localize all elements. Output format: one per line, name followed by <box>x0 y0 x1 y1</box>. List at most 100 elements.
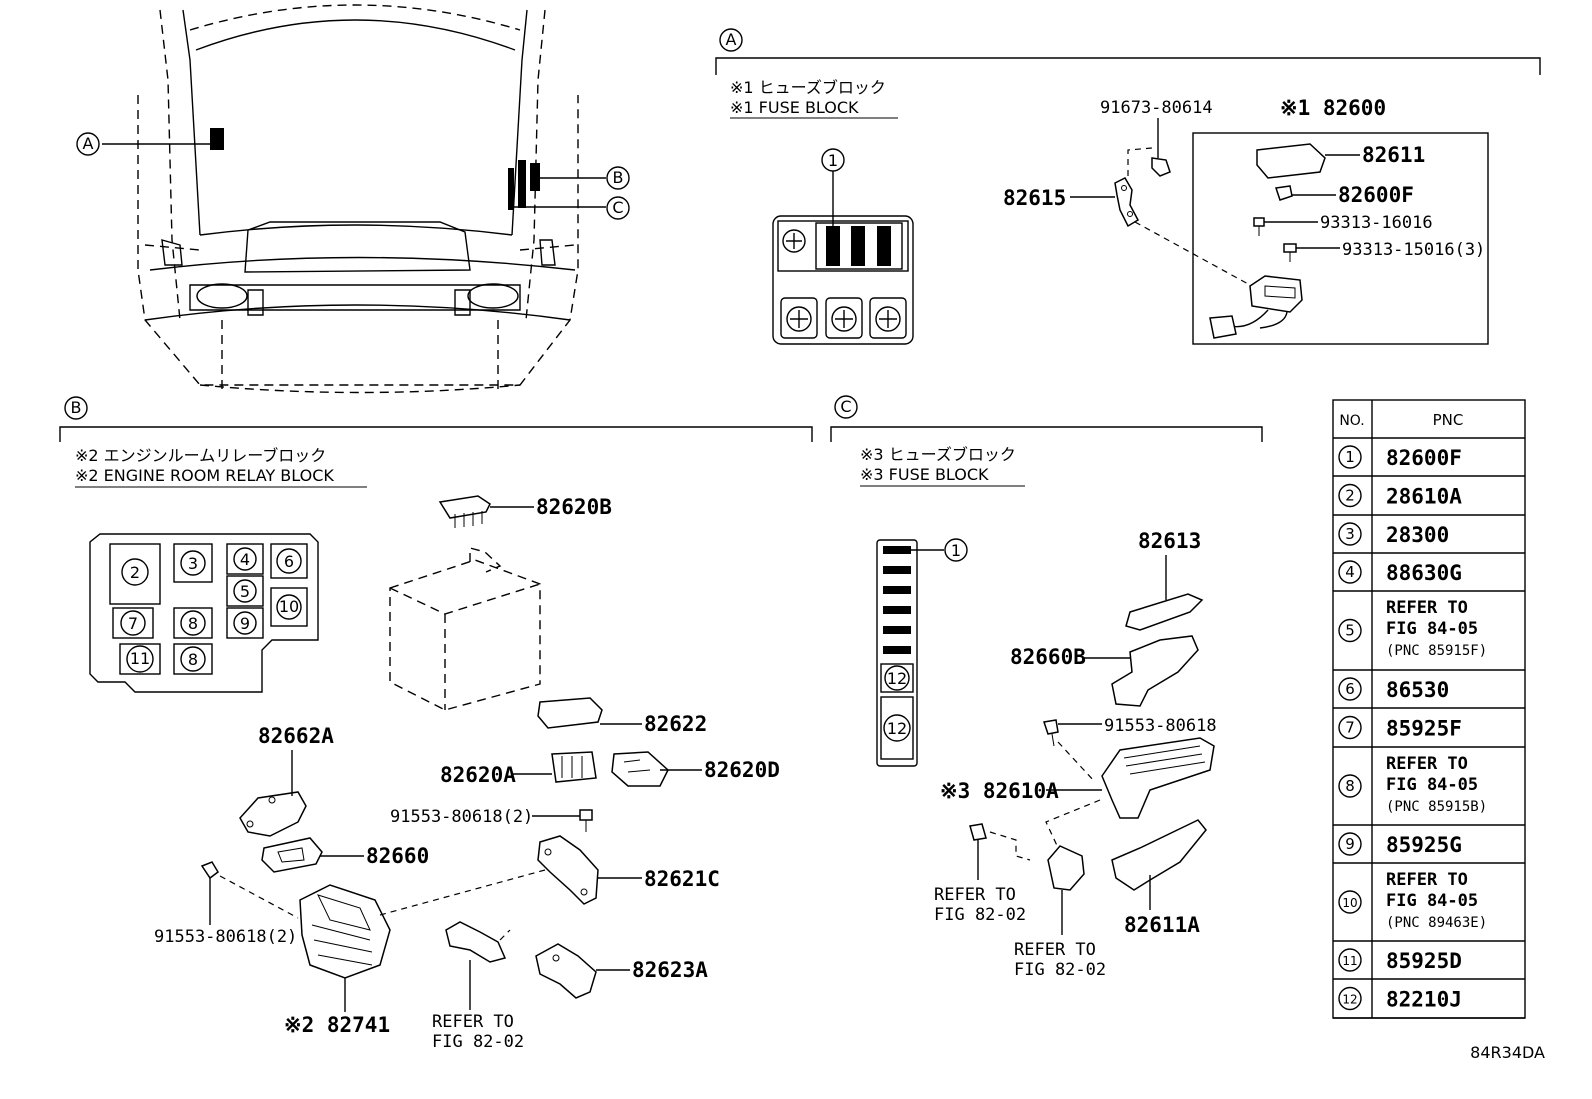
table-pnc-10-line3: (PNC 89463E) <box>1386 915 1487 931</box>
section-c-letter: C <box>840 397 851 416</box>
part-82620A: 82620A <box>440 763 516 787</box>
table-pnc-5-line3: (PNC 85915F) <box>1386 643 1487 659</box>
fuse-strip-12b: 12 <box>887 719 907 738</box>
part-82660B: 82660B <box>1010 645 1086 669</box>
section-b-letter: B <box>71 398 82 417</box>
table-pnc-4: 88630G <box>1386 561 1462 585</box>
table-pnc-5-line2: FIG 84-05 <box>1386 619 1478 639</box>
part-82600: ※1 82600 <box>1280 96 1386 120</box>
part-91673-80614: 91673-80614 <box>1100 98 1213 118</box>
part-82600F: 82600F <box>1338 183 1414 207</box>
part-82621C: 82621C <box>644 867 720 891</box>
table-pnc-7: 85925F <box>1386 717 1462 741</box>
section-b-refer-line1: REFER TO <box>432 1012 514 1032</box>
section-c-refer1-line2: FIG 82-02 <box>934 905 1026 925</box>
table-no-circle <box>1338 832 1362 856</box>
part-82611: 82611 <box>1362 143 1425 167</box>
relay-slot-4: 4 <box>240 550 250 569</box>
table-pnc-8-line3: (PNC 85915B) <box>1386 799 1487 815</box>
part-82662A: 82662A <box>258 724 334 748</box>
section-c-refer2-line2: FIG 82-02 <box>1014 960 1106 980</box>
table-pnc-5-line1: REFER TO <box>1386 598 1468 618</box>
relay-slot-3: 3 <box>188 554 198 573</box>
relay-slot-7: 7 <box>128 614 138 633</box>
table-no-1: 1 <box>1345 448 1355 466</box>
relay-slot-8a: 8 <box>188 614 198 633</box>
section-a: A ※1 ヒューズブロック ※1 FUSE BLOCK 1 82615 9167… <box>715 28 1541 345</box>
relay-slot-8b: 8 <box>188 650 198 669</box>
table-pnc-8-line2: FIG 84-05 <box>1386 775 1478 795</box>
part-91553-80618-upper: 91553-80618(2) <box>390 807 533 827</box>
part-82613: 82613 <box>1138 529 1201 553</box>
section-a-title-en: ※1 FUSE BLOCK <box>730 98 859 117</box>
section-b-title-jp: ※2 エンジンルームリレーブロック <box>75 446 326 465</box>
table-no-11: 11 <box>1342 954 1357 968</box>
part-91553-80618-c: 91553-80618 <box>1104 716 1217 736</box>
table-no-circle <box>1338 483 1362 508</box>
fuse-strip-12a: 12 <box>887 669 907 688</box>
part-82622: 82622 <box>644 712 707 736</box>
section-b-refer-line2: FIG 82-02 <box>432 1032 524 1052</box>
table-no-circle <box>1338 774 1362 798</box>
section-c-title-en: ※3 FUSE BLOCK <box>860 465 989 484</box>
part-82615: 82615 <box>1003 186 1066 210</box>
table-no-8: 8 <box>1345 777 1355 795</box>
table-no-circle <box>1338 618 1362 643</box>
table-no-circle <box>1338 677 1362 701</box>
table-pnc-10-line1: REFER TO <box>1386 870 1468 890</box>
vehicle-overview: A B C <box>76 4 630 395</box>
relay-slot-11: 11 <box>130 649 150 668</box>
relay-block-b-location <box>518 160 526 208</box>
table-no-circle <box>1338 445 1362 469</box>
callout-b: B <box>613 168 624 187</box>
part-82660: 82660 <box>366 844 429 868</box>
table-pnc-6: 86530 <box>1386 678 1449 702</box>
table-pnc-12: 82210J <box>1386 988 1462 1012</box>
section-c-refer1-line1: REFER TO <box>934 885 1016 905</box>
table-no-2: 2 <box>1345 487 1355 505</box>
relay-slot-6: 6 <box>284 552 294 571</box>
part-93313-16016: 93313-16016 <box>1320 213 1433 233</box>
callout-c: C <box>612 198 623 217</box>
section-b: B ※2 エンジンルームリレーブロック ※2 ENGINE ROOM RELAY… <box>59 396 813 1052</box>
table-no-5: 5 <box>1345 622 1355 640</box>
table-header-no: NO. <box>1339 413 1364 429</box>
table-no-circle <box>1338 890 1362 914</box>
table-no-10: 10 <box>1342 896 1357 910</box>
section-b-title-en: ※2 ENGINE ROOM RELAY BLOCK <box>75 466 334 485</box>
callout-a: A <box>83 134 94 153</box>
part-82611A: 82611A <box>1124 913 1200 937</box>
part-93313-15016: 93313-15016(3) <box>1342 240 1485 260</box>
table-pnc-9: 85925G <box>1386 833 1462 857</box>
table-no-circle <box>1338 560 1362 584</box>
callout-1-c: 1 <box>951 541 961 560</box>
table-no-circle <box>1338 715 1362 740</box>
part-82620D: 82620D <box>704 758 780 782</box>
part-82623A: 82623A <box>632 958 708 982</box>
table-pnc-1: 82600F <box>1386 446 1462 470</box>
part-82741: ※2 82741 <box>284 1013 390 1037</box>
table-header-pnc: PNC <box>1433 411 1464 429</box>
table-pnc-10-line2: FIG 84-05 <box>1386 891 1478 911</box>
section-c: C ※3 ヒューズブロック ※3 FUSE BLOCK 12 12 1 8261… <box>830 395 1263 980</box>
table-pnc-3: 28300 <box>1386 523 1449 547</box>
section-c-refer2-line1: REFER TO <box>1014 940 1096 960</box>
part-91553-80618-lower: 91553-80618(2) <box>154 927 297 947</box>
relay-slot-5: 5 <box>240 582 250 601</box>
table-pnc-8-line1: REFER TO <box>1386 754 1468 774</box>
table-no-6: 6 <box>1345 680 1355 698</box>
section-a-letter: A <box>726 30 737 49</box>
figure-code: 84R34DA <box>1470 1043 1545 1062</box>
fuse-block-a-location <box>210 128 224 150</box>
table-no-7: 7 <box>1345 719 1355 737</box>
callout-1-a: 1 <box>828 151 838 170</box>
table-no-9: 9 <box>1345 835 1355 853</box>
relay-slot-10: 10 <box>279 597 299 616</box>
relay-slot-2: 2 <box>130 563 140 582</box>
table-no-4: 4 <box>1345 563 1355 581</box>
section-c-title-jp: ※3 ヒューズブロック <box>860 445 1016 464</box>
table-no-circle <box>1338 522 1362 546</box>
table-no-circle <box>1338 948 1362 972</box>
